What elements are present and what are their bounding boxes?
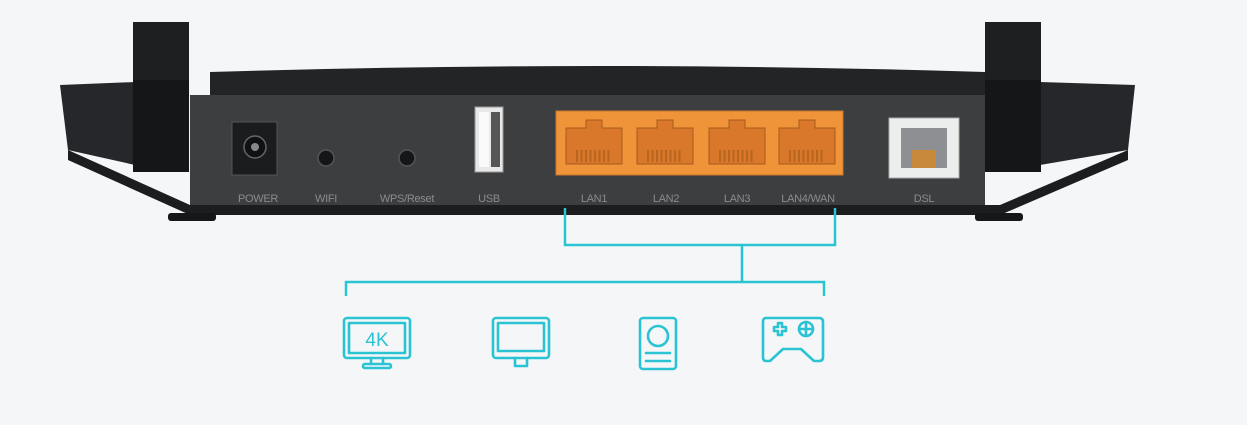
antenna-right-base (985, 80, 1041, 172)
port-label-lan4-wan: LAN4/WAN (781, 193, 835, 205)
port-label-power: POWER (238, 193, 278, 205)
router-top (210, 66, 985, 95)
port-label-wps-reset: WPS/Reset (380, 193, 434, 205)
antenna-left-base (133, 80, 189, 172)
wifi-button (317, 149, 335, 167)
ethernet-jack-2 (636, 119, 694, 165)
speaker-icon (638, 316, 678, 371)
port-label-dsl: DSL (914, 193, 935, 205)
port-label-lan1: LAN1 (581, 193, 607, 205)
usb-port (474, 106, 504, 173)
gamepad-icon (761, 316, 825, 363)
monitor-icon (491, 316, 551, 368)
port-label-lan2: LAN2 (653, 193, 679, 205)
port-label-lan3: LAN3 (724, 193, 750, 205)
4k-tv-icon: 4K (342, 316, 412, 370)
port-label-usb: USB (478, 193, 500, 205)
foot-right (975, 213, 1023, 221)
port-label-wifi: WIFI (315, 193, 337, 205)
power-port (231, 121, 278, 176)
dsl-port (888, 117, 960, 179)
foot-left (168, 213, 216, 221)
router-side-right (1040, 82, 1135, 165)
connector-lines (344, 208, 837, 296)
ethernet-jack-3 (708, 119, 766, 165)
ethernet-jack-4 (778, 119, 836, 165)
ethernet-jack-1 (565, 119, 623, 165)
wps-reset-button (398, 149, 416, 167)
4k-text: 4K (365, 330, 389, 351)
router-side-left (60, 82, 135, 165)
